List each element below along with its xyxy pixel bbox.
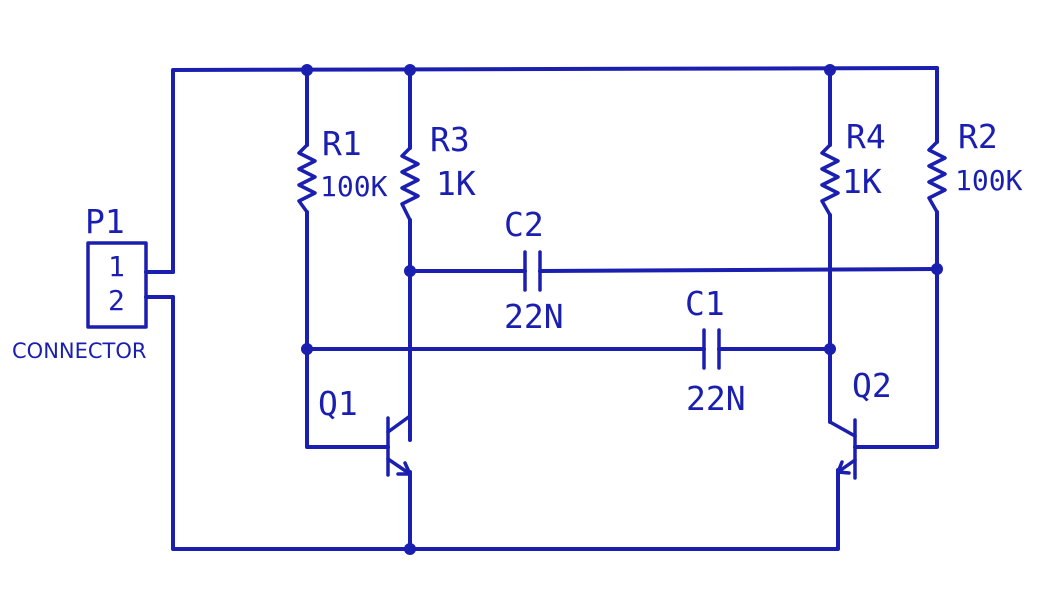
resistor-ref: R4 — [846, 117, 886, 156]
resistor-r1: R1 100K — [297, 124, 388, 214]
transistor-collector — [386, 414, 412, 434]
resistor-r2: R2 100K — [927, 117, 1023, 214]
capacitor-value: 22N — [686, 379, 746, 418]
resistor-r3: R3 1K — [400, 120, 476, 222]
connector-p1: P1 1 2 CONNECTOR — [12, 202, 148, 363]
wire-r2-bottom — [853, 210, 939, 449]
capacitor-c1: C1 22N — [685, 284, 746, 418]
capacitor-ref: C1 — [685, 284, 725, 323]
capacitor-value: 22N — [504, 297, 564, 336]
wire-c2-right — [538, 267, 939, 273]
transistor-q1: Q1 — [318, 384, 412, 477]
resistor-zigzag — [820, 143, 840, 217]
resistor-zigzag — [297, 143, 317, 214]
junctions — [301, 64, 943, 555]
resistor-zigzag — [400, 146, 420, 222]
junction-dot — [404, 64, 416, 76]
resistor-value: 100K — [955, 164, 1023, 197]
resistor-value: 1K — [842, 162, 882, 201]
wire-top-rail — [171, 66, 939, 274]
resistor-value: 1K — [436, 164, 476, 203]
resistor-ref: R3 — [430, 120, 470, 159]
connector-pin1-label: 1 — [108, 250, 125, 283]
resistor-zigzag — [927, 140, 947, 214]
transistor-ref: Q2 — [852, 366, 892, 405]
junction-dot — [404, 265, 416, 277]
wires — [144, 66, 939, 551]
capacitor-ref: C2 — [504, 205, 544, 244]
junction-dot — [404, 543, 416, 555]
resistor-value: 100K — [320, 170, 388, 203]
junction-dot — [824, 64, 836, 76]
transistor-emitter — [836, 458, 857, 474]
transistor-ref: Q1 — [318, 384, 358, 423]
transistor-emitter-arrow — [396, 461, 412, 476]
junction-dot — [824, 343, 836, 355]
wire-bottom-rail — [171, 295, 840, 551]
transistor-emitter — [386, 457, 412, 476]
transistor-q2: Q2 — [828, 366, 892, 480]
resistor-r4: R4 1K — [820, 117, 886, 217]
junction-dot — [301, 343, 313, 355]
junction-dot — [301, 64, 313, 76]
connector-ref: P1 — [85, 202, 125, 241]
resistor-ref: R1 — [322, 124, 362, 163]
wire-q1-base — [305, 347, 390, 449]
resistor-ref: R2 — [958, 117, 998, 156]
connector-type-label: CONNECTOR — [12, 339, 147, 363]
junction-dot — [931, 263, 943, 275]
capacitor-c2: C2 22N — [504, 205, 564, 336]
connector-pin2-label: 2 — [108, 284, 125, 317]
connector-body — [86, 241, 148, 329]
transistor-emitter-arrow — [836, 460, 851, 475]
transistor-collector — [828, 420, 857, 438]
